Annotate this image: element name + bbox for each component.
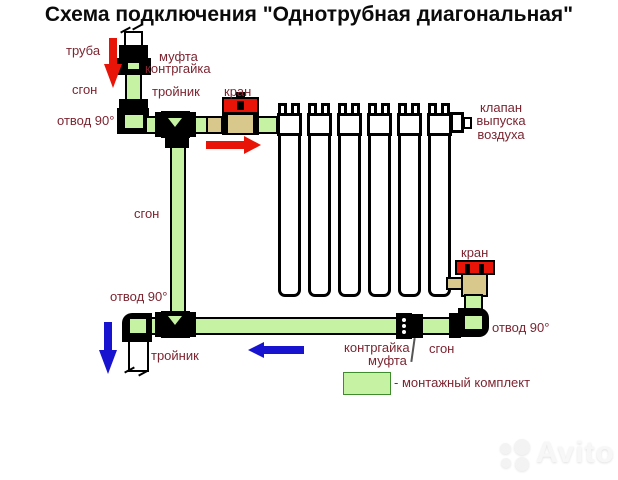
label-kran-top: кран — [224, 84, 252, 99]
locknut-kontrgayka-fitting — [116, 58, 151, 75]
flow-out-arrow-shaft — [104, 322, 112, 352]
radiator — [277, 103, 455, 299]
avito-logo-dot — [500, 443, 511, 454]
pipe-collar — [119, 99, 148, 109]
air-valve-nub — [450, 112, 464, 133]
locknut-kontrgayka-fitting-bottom — [396, 313, 412, 339]
tee-top-collar-right — [188, 112, 196, 137]
pipe-collar — [449, 313, 461, 338]
avito-watermark-text: Avito — [536, 436, 615, 469]
label-sgon-mid: сгон — [134, 206, 160, 221]
radiator-section — [397, 103, 422, 299]
flow-right-arrow-head — [244, 136, 261, 154]
label-troynik-top: тройник — [152, 84, 200, 99]
radiator-section-body — [338, 133, 361, 297]
coupling-mufta-fitting-bottom — [412, 314, 423, 338]
label-mufta-top: муфта — [159, 49, 198, 64]
valve-top-union-nut — [206, 116, 223, 134]
flow-in-arrow-shaft — [109, 38, 117, 66]
radiator-section-body — [278, 133, 301, 297]
radiator-section-body — [368, 133, 391, 297]
avito-logo-dot — [514, 439, 530, 455]
fitting-dot — [402, 330, 406, 334]
valve-handle-segment — [465, 264, 470, 274]
radiator-section — [277, 103, 302, 299]
tee-top-notch — [168, 118, 182, 127]
avito-watermark: Avito — [492, 436, 616, 480]
valve-top-stem — [236, 92, 245, 99]
radiator-section-body — [428, 133, 451, 297]
label-sgon-bottom: сгон — [429, 341, 455, 356]
flow-out-arrow-head — [99, 350, 117, 374]
tee-bottom-notch — [168, 316, 182, 325]
label-sgon-top: сгон — [72, 82, 98, 97]
flow-left-arrow-shaft — [263, 346, 304, 354]
air-valve-cap — [463, 117, 472, 129]
label-air-valve-line1: клапан — [479, 100, 523, 115]
radiator-section-body — [308, 133, 331, 297]
tee-top-branch — [165, 137, 189, 148]
radiator-section — [367, 103, 392, 299]
flow-in-arrow-head — [104, 64, 122, 88]
coupling-mufta-fitting — [119, 45, 148, 59]
radiator-section-body — [398, 133, 421, 297]
elbow-top-left — [117, 108, 149, 134]
elbow-green-core — [130, 319, 146, 333]
label-otvod-top-left: отвод 90° — [57, 113, 115, 128]
bypass-sgon-pipe — [170, 146, 186, 326]
elbow-bottom-right — [458, 308, 489, 337]
flow-right-arrow-shaft — [206, 141, 244, 149]
elbow-bottom-left — [122, 313, 152, 342]
radiator-section — [307, 103, 332, 299]
tee-bottom-collar-right — [188, 312, 196, 337]
label-otvod-bottom-right: отвод 90° — [492, 320, 550, 335]
label-kontrgayka-bottom: контргайка — [344, 340, 410, 355]
sgon-riser-pipe — [125, 73, 142, 102]
label-air-valve-line3: воздуха — [477, 126, 525, 142]
label-mufta-bottom: муфта — [368, 353, 407, 368]
avito-logo-dot — [515, 457, 529, 471]
label-air-valve: клапан выпуска воздуха — [470, 101, 532, 141]
valve-top-body — [222, 113, 259, 135]
valve-right-body — [461, 273, 488, 297]
label-pointer-line — [410, 337, 416, 363]
valve-top-handle — [222, 97, 259, 114]
flow-left-arrow-head — [248, 342, 264, 358]
page-title: Схема подключения "Однотрубная диагональ… — [44, 3, 574, 26]
legend-swatch — [343, 372, 391, 395]
tee-top-collar-left — [155, 112, 163, 137]
return-pipe-stub — [128, 340, 149, 372]
fitting-green-core — [128, 63, 139, 69]
label-otvod-bottom-left: отвод 90° — [110, 289, 168, 304]
label-kontrgayka-top: контргайка — [145, 61, 211, 76]
radiator-section — [427, 103, 452, 299]
elbow-green-core — [465, 316, 482, 329]
label-kran-right: кран — [461, 245, 489, 260]
elbow-green-core — [125, 115, 143, 128]
valve-handle-segment — [479, 264, 484, 274]
tee-bottom-collar-left — [155, 312, 163, 337]
radiator-section — [337, 103, 362, 299]
label-truba: труба — [66, 43, 101, 58]
label-air-valve-line2: выпуска — [476, 113, 526, 129]
label-troynik-bottom: тройник — [151, 348, 199, 363]
valve-handle-center — [237, 101, 244, 110]
fitting-dot — [402, 324, 406, 328]
fitting-dot — [402, 318, 406, 322]
legend-text: - монтажный комплект — [394, 375, 531, 390]
avito-logo-dot — [501, 458, 511, 468]
